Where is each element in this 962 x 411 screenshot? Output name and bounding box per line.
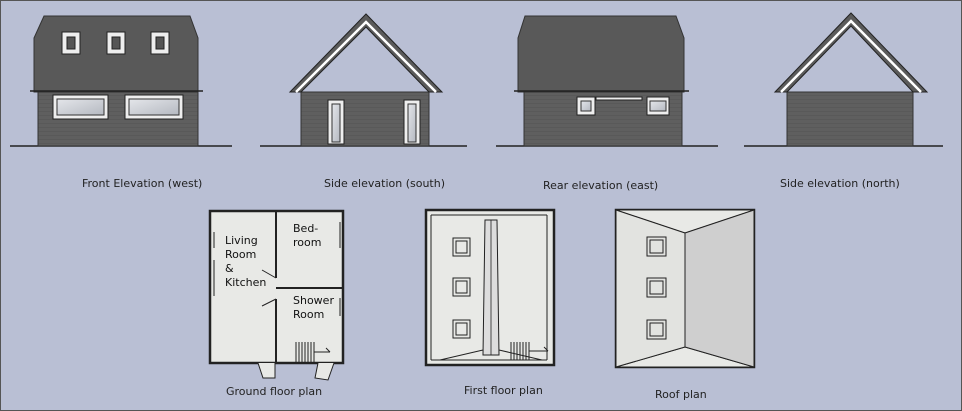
roof-rooflights xyxy=(646,236,667,340)
side-door-swing xyxy=(314,362,335,381)
north-wall xyxy=(786,91,914,147)
first-floor-plan-label: First floor plan xyxy=(464,384,543,397)
first-stairs xyxy=(510,342,549,360)
rear-elevation-label: Rear elevation (east) xyxy=(543,179,659,192)
roof-plan-label: Roof plan xyxy=(655,388,707,401)
ground-stairs xyxy=(295,342,331,362)
north-barge-board xyxy=(780,19,922,93)
first-floor-plan xyxy=(424,208,556,367)
bedroom-label: Bed- room xyxy=(293,222,322,249)
ground-floor-plan-label: Ground floor plan xyxy=(226,385,323,398)
shower-room-label: Shower Room xyxy=(293,294,334,321)
bedroom-door xyxy=(261,269,277,279)
south-elevation-label: Side elevation (south) xyxy=(324,177,445,190)
north-gable-roof xyxy=(773,12,929,93)
north-elevation xyxy=(744,12,943,147)
front-door-swing xyxy=(257,362,276,379)
ground-window-marks xyxy=(213,222,341,316)
roof-slope-east xyxy=(684,209,755,368)
south-gable-roof xyxy=(288,13,444,93)
shower-door xyxy=(261,298,277,307)
rear-roof xyxy=(517,15,685,93)
living-room-label: Living Room & Kitchen xyxy=(225,234,267,289)
front-ground-windows xyxy=(52,94,184,120)
front-elevation xyxy=(10,15,232,147)
north-elevation-label: Side elevation (north) xyxy=(780,177,900,190)
front-elevation-label: Front Elevation (west) xyxy=(82,177,203,190)
south-barge-board xyxy=(295,20,437,93)
rear-windows xyxy=(576,96,670,116)
roof-plan xyxy=(614,208,756,369)
rear-elevation xyxy=(496,15,718,147)
south-elevation xyxy=(260,13,467,147)
first-rooflights xyxy=(452,237,471,339)
front-dormer-windows xyxy=(61,31,170,55)
ground-floor-plan xyxy=(208,209,345,381)
